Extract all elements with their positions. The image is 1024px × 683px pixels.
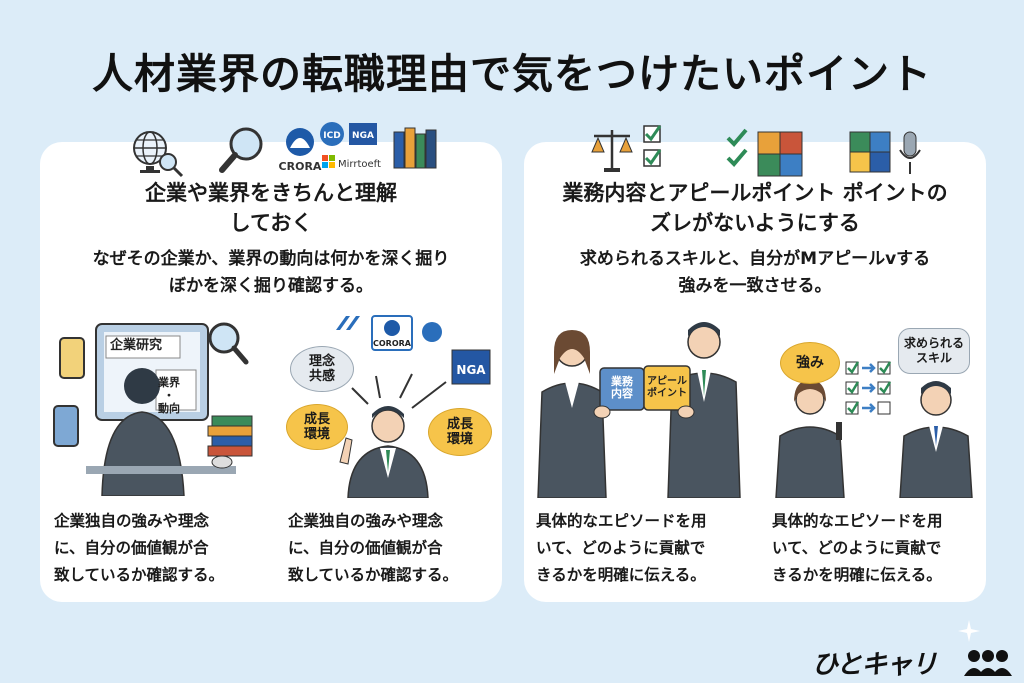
nga-card-label: NGA	[456, 363, 486, 377]
caption-line: いて、どのように貢献で	[536, 539, 706, 557]
magnifier-icon	[219, 127, 263, 173]
caption-line: きるかを明確に伝える。	[536, 566, 706, 584]
caption-line: 具体的なエピソードを用	[772, 512, 943, 530]
heading-line: 企業や業界をきちんと理解	[145, 181, 397, 205]
caption-line: きるかを明確に伝える。	[772, 566, 942, 584]
section-heading: 企業や業界をきちんと理解 しておく	[40, 178, 502, 238]
interview-illustration	[775, 361, 973, 498]
bubble-line: 理念	[308, 354, 335, 369]
caption-values-match-2: 企業独自の強みや理念 に、自分の価値観が合 致しているか確認する。	[288, 508, 493, 589]
section-subtext: 求められるスキルと、自分がMアピールvする 強みを一致させる。	[546, 246, 964, 300]
bubble-line: 共感	[308, 369, 335, 384]
bubble-line: 成長	[303, 412, 330, 427]
section-heading: 業務内容とアピールポイント ポイントの ズレがないようにする	[524, 178, 986, 238]
document-label-line: 動向	[158, 402, 180, 415]
sparkle-icon	[958, 620, 980, 642]
bubble-line: スキル	[915, 351, 952, 365]
corora-logo-icon: CRORA	[279, 128, 322, 173]
puzzle-label-line: 内容	[611, 387, 633, 400]
puzzle-label-line: ポイント	[647, 388, 687, 399]
svg-text:ICD: ICD	[323, 131, 340, 141]
panel-appeal-alignment: 業務内容とアピールポイント ポイントの ズレがないようにする 求められるスキルと…	[524, 125, 986, 602]
growth-environment-illustration	[336, 315, 491, 498]
globe-search-icon	[133, 131, 184, 178]
subtext-line: 強みを一致させる。	[678, 276, 832, 296]
document-label-line: ・	[163, 389, 175, 402]
scale-checklist-icon	[591, 125, 662, 172]
people-icon	[964, 650, 1012, 676]
subtext-line: なぜその企業か、業界の動向は何かを深く掘り	[92, 249, 450, 269]
corora-card-label: CORORA	[373, 339, 411, 348]
puzzle-label-line: アピール	[647, 376, 687, 387]
empathy-bubble: 理念共感	[290, 346, 354, 392]
puzzle-label-line: 業務	[611, 375, 633, 388]
caption-line: 企業独自の強みや理念	[288, 512, 444, 530]
page-title: 人材業界の転職理由で気をつけたいポイント	[92, 50, 932, 98]
checks-puzzle-icon	[726, 128, 803, 177]
caption-line: 企業独自の強みや理念	[54, 512, 210, 530]
monitor-label: 企業研究	[110, 338, 163, 353]
strength-bubble: 強み	[780, 342, 840, 384]
section-subtext: なぜその企業か、業界の動向は何かを深く掘り ぼかを深く掘り確認する。	[62, 246, 480, 300]
growth-bubble-left: 成長環境	[286, 404, 348, 450]
bubble-line: 求められる	[903, 336, 964, 350]
heading-line: 業務内容とアピールポイント ポイントの	[562, 181, 948, 205]
puzzle-microphone-icon	[849, 131, 921, 174]
growth-bubble-right: 成長環境	[428, 408, 492, 456]
puzzle-match-illustration	[537, 322, 741, 498]
document-label-line: 業界	[158, 376, 180, 389]
nga-logo-icon: NGA	[349, 123, 377, 145]
caption-line: 致しているか確認する。	[54, 566, 225, 584]
document-label: 業界 ・ 動向	[158, 376, 180, 415]
brand-logo: ひとキャリ	[812, 650, 937, 680]
required-skill-bubble: 求められるスキル	[898, 328, 970, 374]
caption-line: 具体的なエピソードを用	[536, 512, 707, 530]
puzzle-label-business: 業務 内容	[602, 376, 642, 400]
caption-contribution-2: 具体的なエピソードを用 いて、どのように貢献で きるかを明確に伝える。	[772, 508, 977, 589]
svg-text:CRORA: CRORA	[279, 160, 322, 173]
caption-line: に、自分の価値観が合	[54, 539, 209, 557]
company-research-illustration	[53, 322, 253, 496]
svg-text:NGA: NGA	[352, 131, 374, 141]
svg-text:Mirrtoeft: Mirrtoeft	[338, 159, 381, 170]
bubble-line: 成長	[446, 417, 473, 432]
icd-logo-icon: ICD	[320, 122, 344, 146]
caption-line: いて、どのように貢献で	[772, 539, 942, 557]
heading-line: ズレがないようにする	[650, 211, 860, 235]
caption-contribution: 具体的なエピソードを用 いて、どのように貢献で きるかを明確に伝える。	[536, 508, 741, 589]
bubble-line: 環境	[446, 432, 473, 447]
caption-values-match: 企業独自の強みや理念 に、自分の価値観が合 致しているか確認する。	[54, 508, 259, 589]
books-icon	[393, 127, 437, 169]
bubble-line: 環境	[303, 427, 330, 442]
caption-line: 致しているか確認する。	[288, 566, 459, 584]
subtext-line: ぼかを深く掘り確認する。	[169, 276, 373, 296]
caption-line: に、自分の価値観が合	[288, 539, 443, 557]
subtext-line: 求められるスキルと、自分がMアピールvする	[579, 249, 931, 269]
heading-line: しておく	[229, 211, 313, 235]
panel-company-understanding: CRORA ICD NGA Mirrtoeft 企業や業界をきちんと理解 してお…	[40, 122, 502, 602]
microsoft-logo-icon: Mirrtoeft	[322, 155, 381, 170]
puzzle-label-appeal: アピール ポイント	[642, 376, 692, 400]
